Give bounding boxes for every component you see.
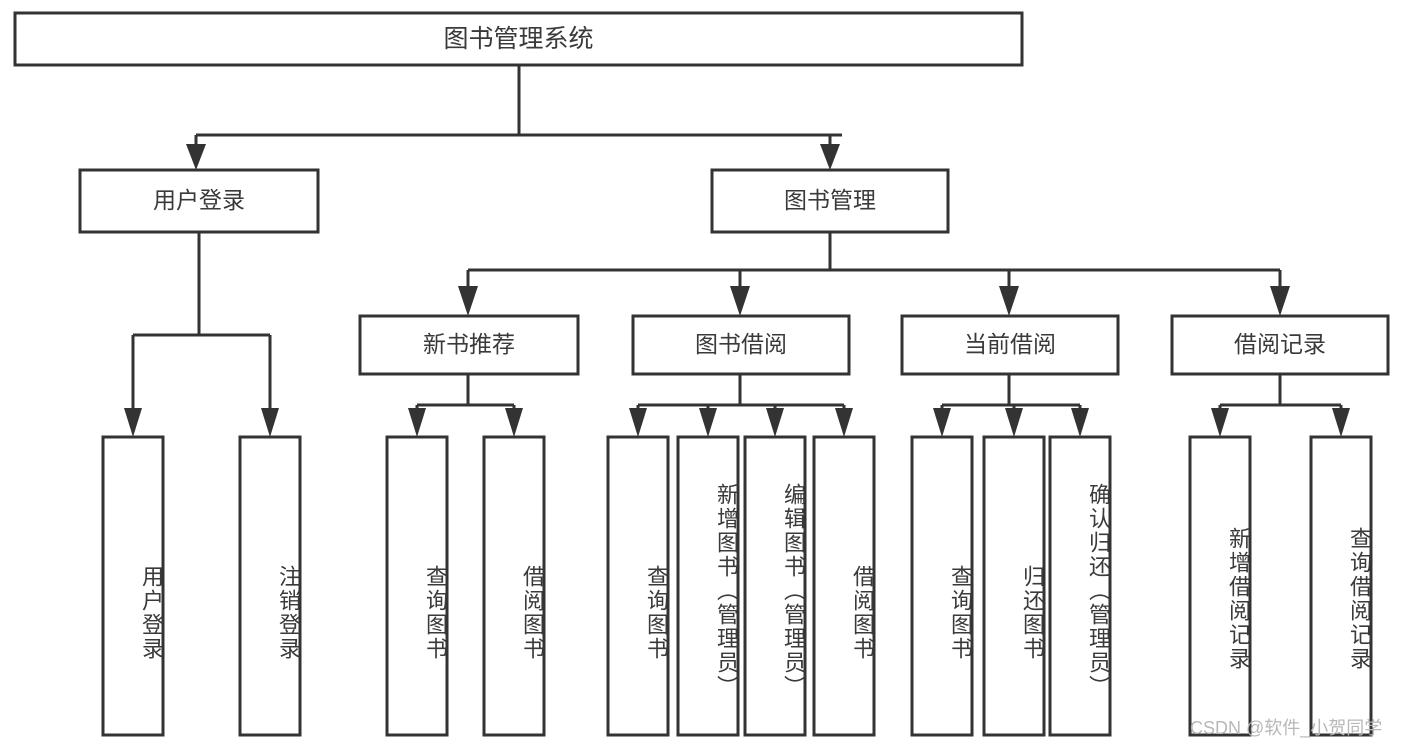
arrow-head-icon	[261, 408, 279, 437]
edge-root-to-level2	[186, 65, 842, 170]
node-box-leaf-11[interactable]	[1188, 435, 1252, 737]
edge-newbook-to-leaves	[408, 374, 523, 437]
node-box-leaf-0[interactable]	[101, 435, 165, 737]
arrow-head-icon	[408, 408, 426, 437]
node-box-leaf-4[interactable]	[606, 435, 670, 737]
node-box-leaf-5[interactable]	[676, 435, 740, 737]
edge-borrow-to-leaves	[629, 374, 853, 437]
node-box-leaf-2[interactable]	[385, 435, 449, 737]
arrow-head-icon	[1270, 286, 1290, 316]
node-box-level3-1[interactable]	[631, 314, 851, 376]
arrow-head-icon	[458, 286, 478, 316]
arrow-head-icon	[186, 144, 206, 170]
node-box-level3-0[interactable]	[358, 314, 580, 376]
edge-bookmgmt-to-level3	[458, 232, 1290, 316]
arrow-head-icon	[766, 408, 784, 437]
arrow-head-icon	[629, 408, 647, 437]
arrow-head-icon	[1005, 408, 1023, 437]
arrow-head-icon	[699, 408, 717, 437]
watermark-text: CSDN @软件_小贺同学	[1190, 718, 1383, 738]
node-box-leaf-3[interactable]	[482, 435, 546, 737]
arrow-head-icon	[820, 144, 840, 170]
arrow-head-icon	[835, 408, 853, 437]
node-box-leaf-9[interactable]	[982, 435, 1046, 737]
arrow-head-icon	[1071, 408, 1089, 437]
node-box-level3-2[interactable]	[900, 314, 1120, 376]
node-box-leaf-7[interactable]	[812, 435, 876, 737]
node-box-level2-0[interactable]	[78, 168, 320, 234]
arrow-head-icon	[505, 408, 523, 437]
arrow-head-icon	[1332, 408, 1350, 437]
arrow-head-icon	[999, 286, 1019, 316]
edge-userlogin-to-leaves	[124, 232, 279, 437]
arrow-head-icon	[730, 286, 750, 316]
node-box-leaf-8[interactable]	[910, 435, 974, 737]
arrow-head-icon	[933, 408, 951, 437]
node-box-leaf-12[interactable]	[1309, 435, 1373, 737]
arrow-head-icon	[1211, 408, 1229, 437]
arrow-head-icon	[124, 408, 142, 437]
node-box-root[interactable]	[13, 11, 1024, 67]
node-box-leaf-10[interactable]	[1048, 435, 1112, 737]
node-box-leaf-1[interactable]	[238, 435, 302, 737]
edge-current-to-leaves	[933, 374, 1089, 437]
node-box-level2-1[interactable]	[710, 168, 950, 234]
node-box-level3-3[interactable]	[1170, 314, 1390, 376]
edge-records-to-leaves	[1211, 374, 1350, 437]
node-box-leaf-6[interactable]	[743, 435, 807, 737]
